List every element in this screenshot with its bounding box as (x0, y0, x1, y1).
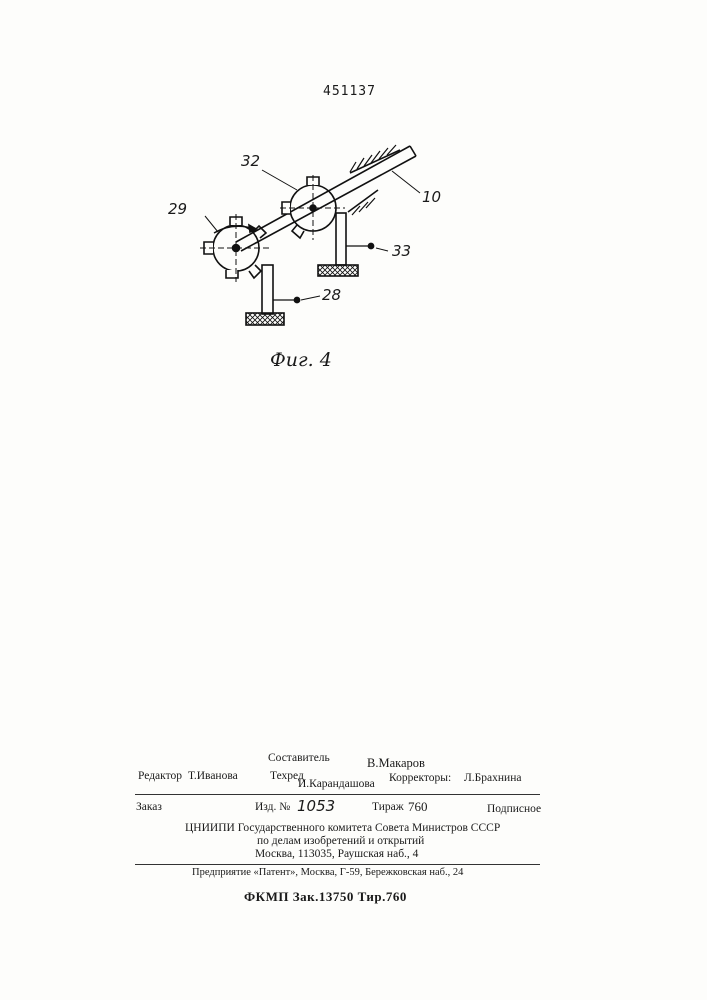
correctors-label: Корректоры: (389, 772, 451, 784)
label-32: 32 (241, 152, 260, 170)
compiler-name: В.Макаров (367, 756, 425, 771)
rule-top (135, 794, 540, 795)
institute-line-1: ЦНИИПИ Государственного комитета Совета … (185, 822, 500, 834)
leader-29 (205, 216, 218, 232)
print-stamp: ФКМП Зак.13750 Тир.760 (244, 889, 407, 905)
correctors-name: Л.Брахнина (464, 772, 521, 784)
izd-number: 1053 (297, 797, 335, 815)
label-29: 29 (168, 200, 187, 218)
tirazh-value: 760 (408, 799, 428, 815)
label-33: 33 (392, 242, 411, 260)
subscription-label: Подписное (487, 803, 541, 815)
institute-line-3: Москва, 113035, Раушская наб., 4 (255, 848, 418, 860)
izd-label: Изд. № (255, 801, 290, 813)
leader-10 (392, 171, 420, 193)
techred-name: И.Карандашова (298, 778, 375, 790)
stand-33 (318, 213, 374, 276)
tirazh-label: Тираж (372, 801, 404, 813)
editor-name: Т.Иванова (188, 770, 238, 782)
rule-bottom (135, 864, 540, 865)
enterprise-line: Предприятие «Патент», Москва, Г-59, Бере… (192, 867, 463, 878)
compiler-label: Составитель (268, 752, 330, 764)
institute-line-2: по делам изобретений и открытий (257, 835, 424, 847)
hatched-wall-bottom (348, 190, 378, 215)
leader-32 (262, 170, 297, 190)
stand-28 (246, 265, 300, 325)
label-10: 10 (422, 188, 441, 206)
figure-caption: Фиг. 4 (270, 349, 332, 371)
mechanism-drawing (0, 0, 707, 380)
leader-28 (301, 296, 320, 300)
order-label: Заказ (136, 801, 162, 813)
leader-33 (376, 248, 388, 251)
editor-label: Редактор (138, 770, 182, 782)
label-28: 28 (322, 286, 341, 304)
